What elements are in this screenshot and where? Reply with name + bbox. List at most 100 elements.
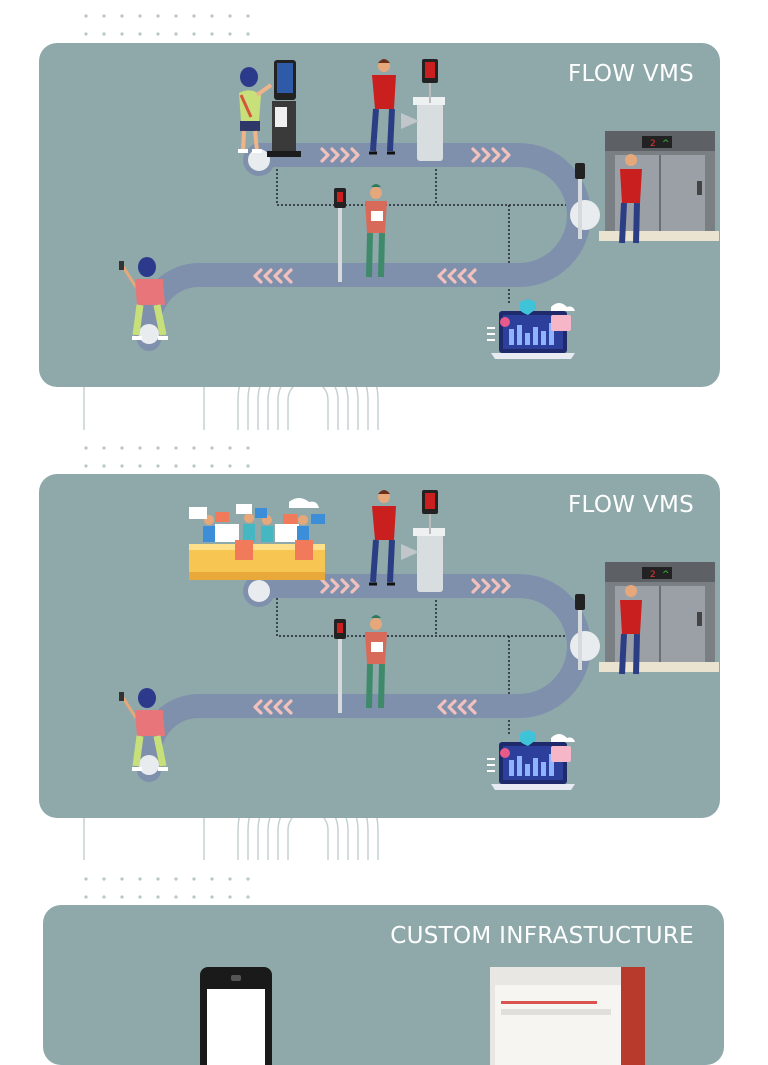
network-connection-lines <box>276 586 579 736</box>
background-dot <box>138 446 142 450</box>
direction-arrows <box>253 578 511 715</box>
background-dot <box>228 32 232 36</box>
background-dot <box>102 32 106 36</box>
background-dot <box>156 32 160 36</box>
background-dot <box>120 464 124 468</box>
visitor-in-elevator <box>619 585 642 675</box>
background-dot <box>102 895 106 899</box>
kiosk-screen-photo <box>490 967 645 1065</box>
infrastructure-preview <box>200 967 645 1065</box>
face-terminal-icon <box>422 59 438 103</box>
visitor-in-elevator <box>619 154 642 244</box>
background-dot <box>102 14 106 18</box>
elevator-icon: 2 ^ <box>599 131 719 241</box>
background-dot <box>156 877 160 881</box>
background-dot <box>84 14 88 18</box>
background-dot <box>228 877 232 881</box>
background-dot <box>120 895 124 899</box>
background-dot <box>228 895 232 899</box>
background-dot <box>174 895 178 899</box>
panel-title: CUSTOM INFRASTUCTURE <box>390 923 694 949</box>
decorative-arch <box>287 379 329 430</box>
background-dot <box>246 14 250 18</box>
background-dot <box>84 32 88 36</box>
background-dot <box>192 32 196 36</box>
elevator-floor-display: 2 <box>650 139 656 149</box>
background-dot <box>210 464 214 468</box>
reception-desk-icon <box>189 498 325 580</box>
background-dot <box>210 32 214 36</box>
background-dot <box>246 877 250 881</box>
background-dot <box>174 446 178 450</box>
dashboard-laptop-icon <box>487 299 575 359</box>
background-dot <box>210 446 214 450</box>
visitor-walking-red-shirt <box>369 490 396 586</box>
background-dot <box>174 14 178 18</box>
visitor-green-pants <box>365 615 387 709</box>
background-dot <box>84 895 88 899</box>
path-node <box>570 631 600 661</box>
background-dot <box>174 464 178 468</box>
background-dot <box>174 877 178 881</box>
face-terminal-icon <box>422 490 438 534</box>
background-dot <box>192 877 196 881</box>
background-dot <box>246 464 250 468</box>
background-dot <box>84 464 88 468</box>
background-dot <box>192 14 196 18</box>
background-dot <box>228 446 232 450</box>
background-dot <box>192 446 196 450</box>
background-dot <box>138 32 142 36</box>
tablet-icon <box>200 967 272 1065</box>
background-dot <box>192 895 196 899</box>
kiosk-icon <box>267 60 301 157</box>
background-dot <box>102 877 106 881</box>
visitor-with-phone <box>119 688 168 771</box>
path-node <box>570 200 600 230</box>
background-dot <box>174 32 178 36</box>
direction-arrows <box>253 147 511 284</box>
background-dot <box>228 464 232 468</box>
visitor-at-kiosk <box>238 67 273 153</box>
elevator-icon: 2 ^ <box>599 562 719 672</box>
background-dot <box>228 14 232 18</box>
face-terminal-icon <box>575 163 585 239</box>
background-dot <box>102 446 106 450</box>
face-terminal-icon <box>575 594 585 670</box>
svg-text:^: ^ <box>662 570 670 580</box>
flow-vms-panel-kiosk: FLOW VMS <box>39 43 720 387</box>
face-terminal-icon <box>334 619 346 713</box>
visitor-green-pants <box>365 184 387 278</box>
background-dot <box>84 446 88 450</box>
panel-title: FLOW VMS <box>568 61 694 87</box>
background-dot <box>210 895 214 899</box>
background-dot <box>120 32 124 36</box>
background-dot <box>120 877 124 881</box>
background-dot <box>192 464 196 468</box>
background-dot <box>210 877 214 881</box>
background-dot <box>156 446 160 450</box>
visitor-flow-scene: 2 ^ <box>119 59 719 359</box>
svg-text:^: ^ <box>662 139 670 149</box>
background-dot <box>138 877 142 881</box>
visitor-with-phone <box>119 257 168 340</box>
background-dot <box>138 895 142 899</box>
background-dot <box>156 464 160 468</box>
background-dot <box>156 14 160 18</box>
background-dot <box>138 14 142 18</box>
dashboard-laptop-icon <box>487 730 575 790</box>
background-dot <box>246 895 250 899</box>
visitor-flow-scene: 2 ^ <box>119 490 719 790</box>
background-dot <box>210 14 214 18</box>
elevator-floor-display: 2 <box>650 570 656 580</box>
flow-vms-panel-reception: FLOW VMS <box>39 474 720 818</box>
visitor-walking-red-shirt <box>369 59 396 155</box>
custom-infrastructure-panel: CUSTOM INFRASTUCTURE <box>43 905 724 1065</box>
background-dot <box>246 446 250 450</box>
background-dot <box>138 464 142 468</box>
face-terminal-icon <box>334 188 346 282</box>
background-dot <box>84 877 88 881</box>
panel-title: FLOW VMS <box>568 492 694 518</box>
background-dot <box>246 32 250 36</box>
background-dot <box>120 14 124 18</box>
background-dot <box>120 446 124 450</box>
